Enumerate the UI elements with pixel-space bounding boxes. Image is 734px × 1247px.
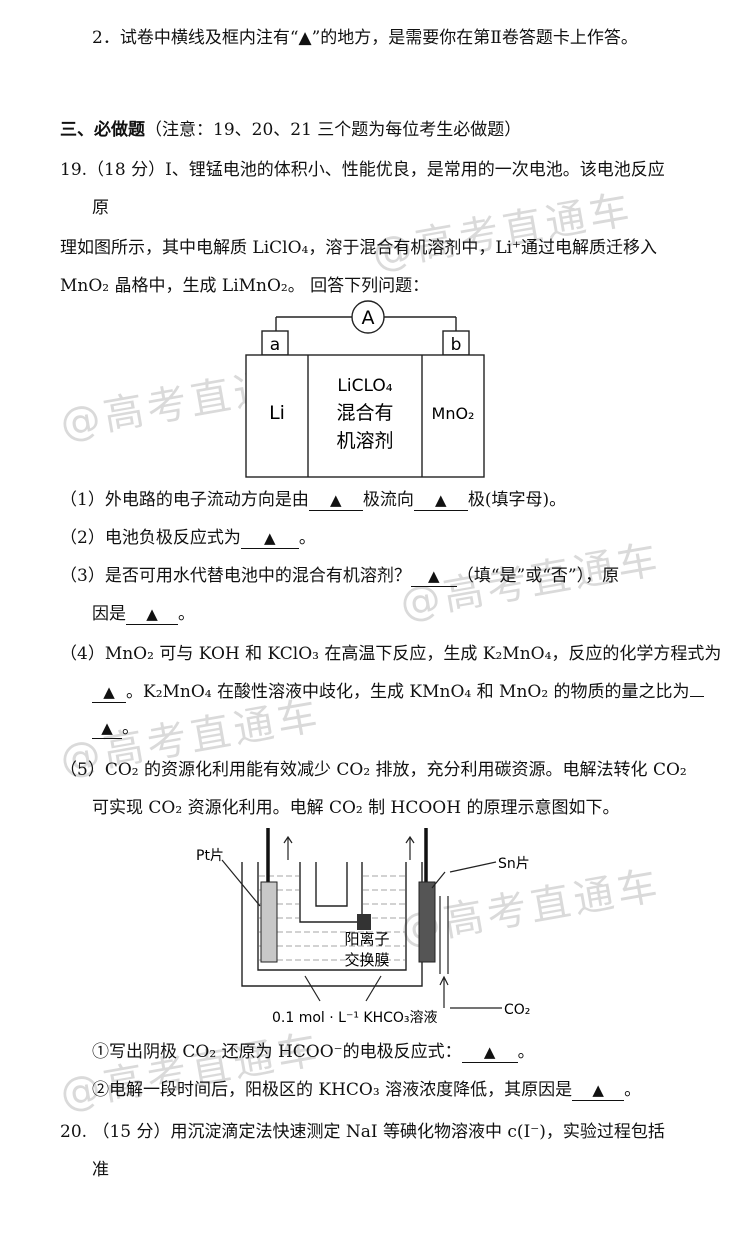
answer-mark: ▲: [103, 683, 115, 701]
solvent-label-line1: 混合有: [336, 402, 393, 424]
q19-line-1: 19.（18 分）Ⅰ、锂锰电池的体积小、性能优良，是常用的一次电池。该电池反应: [60, 160, 665, 180]
q19-part-2-text-b: 。: [298, 528, 316, 548]
q20-line-1: 20. （15 分）用沉淀滴定法快速测定 NaI 等碘化物溶液中 c(I⁻)，实…: [60, 1122, 665, 1142]
membrane-label-2: 交换膜: [344, 951, 389, 969]
ammeter-label: A: [362, 307, 375, 329]
q19-part-3: （3）是否可用水代替电池中的混合有机溶剂？ ▲ （填“是”或“否”），原: [60, 564, 619, 588]
q19-sub-1-text-b: 。: [517, 1042, 535, 1062]
q19-line-4: MnO₂ 晶格中，生成 LiMnO₂。 回答下列问题：: [60, 276, 430, 296]
q19-part-3-text-d: 。: [178, 604, 195, 624]
answer-mark: ▲: [330, 491, 342, 509]
terminal-b-label: b: [451, 335, 462, 355]
q19-line-3: 理如图所示，其中电解质 LiClO₄，溶于混合有机溶剂中，Li⁺通过电解质迁移入: [60, 238, 658, 258]
ammeter-icon: [351, 300, 385, 334]
mno2-electrode-label: MnO₂: [432, 404, 475, 423]
q19-part-1-text-c: 极(填字母)。: [467, 490, 567, 510]
answer-blank[interactable]: ▲: [410, 566, 457, 587]
answer-blank[interactable]: ▲: [461, 1042, 518, 1063]
section-note: （注意：19、20、21 三个题为每位考生必做题）: [145, 120, 522, 140]
sn-label: Sn片: [498, 856, 530, 872]
q19-sub-1-text-a: ①写出阴极 CO₂ 还原为 HCOO⁻的电极反应式：: [92, 1042, 462, 1062]
membrane-label-1: 阳离子: [344, 930, 389, 948]
answer-blank[interactable]: ▲: [240, 528, 299, 549]
answer-blank[interactable]: ▲: [92, 718, 122, 739]
answer-mark: ▲: [592, 1081, 604, 1099]
sn-electrode: [418, 881, 436, 963]
co2-label: CO₂: [504, 1002, 530, 1018]
answer-blank[interactable]: ▲: [126, 604, 178, 625]
solution-label: 0.1 mol · L⁻¹ KHCO₃溶液: [272, 1010, 438, 1026]
q19-part-3-text-a: （3）是否可用水代替电池中的混合有机溶剂？: [60, 566, 411, 586]
battery-diagram: A a b Li LiCLO₄ 混合有 机溶剂 MnO₂: [245, 300, 485, 478]
pt-label: Pt片: [196, 848, 224, 864]
membrane-icon: [357, 914, 371, 930]
answer-blank[interactable]: ▲: [572, 1080, 625, 1101]
q19-line-2: 原: [92, 198, 109, 218]
solvent-label-line2: 机溶剂: [336, 430, 393, 452]
q19-sub-2: ②电解一段时间后，阳极区的 KHCO₃ 溶液浓度降低，其原因是 ▲ 。: [92, 1078, 641, 1102]
q19-part-4-end: ▲。: [92, 716, 139, 740]
q19-part-4-cont: ▲ 。K₂MnO₄ 在酸性溶液中歧化，生成 KMnO₄ 和 MnO₂ 的物质的量之…: [92, 680, 704, 704]
answer-mark: ▲: [428, 567, 440, 585]
q19-part-2: （2）电池负极反应式为 ▲ 。: [60, 526, 316, 550]
answer-blank[interactable]: ▲: [308, 490, 363, 511]
pt-electrode: [260, 881, 278, 963]
q19-sub-1: ①写出阴极 CO₂ 还原为 HCOO⁻的电极反应式： ▲ 。: [92, 1040, 535, 1064]
watermark: @高考直通车: [368, 186, 637, 278]
q19-part-1: （1）外电路的电子流动方向是由 ▲ 极流向 ▲ 极(填字母)。: [60, 488, 566, 512]
q19-part-3-text-c: 因是: [92, 604, 126, 624]
answer-blank[interactable]: ▲: [413, 490, 468, 511]
answer-mark: ▲: [101, 719, 113, 737]
q19-part-3-cont: 因是 ▲ 。: [92, 602, 195, 626]
q19-part-4-text-b: 。K₂MnO₄ 在酸性溶液中歧化，生成 KMnO₄ 和 MnO₂ 的物质的量之比…: [126, 682, 690, 702]
instruction-note-2: 2．试卷中横线及框内注有“▲”的地方，是需要你在第Ⅱ卷答题卡上作答。: [92, 28, 638, 48]
answer-mark: ▲: [146, 605, 158, 623]
answer-mark: ▲: [264, 529, 276, 547]
electrolyte-label: LiCLO₄: [337, 376, 392, 396]
section-title: 三、必做题: [60, 120, 145, 140]
q19-part-4: （4）MnO₂ 可与 KOH 和 KClO₃ 在高温下反应，生成 K₂MnO₄，…: [60, 644, 722, 664]
q19-part-5: （5）CO₂ 的资源化利用能有效减少 CO₂ 排放，充分利用碳资源。电解法转化 …: [60, 760, 687, 780]
answer-mark: ▲: [435, 491, 447, 509]
q19-sub-2-text-a: ②电解一段时间后，阳极区的 KHCO₃ 溶液浓度降低，其原因是: [92, 1080, 573, 1100]
terminal-a-label: a: [270, 335, 280, 355]
answer-blank[interactable]: [689, 696, 704, 697]
q19-part-5-cont: 可实现 CO₂ 资源化利用。电解 CO₂ 制 HCOOH 的原理示意图如下。: [92, 798, 620, 818]
li-electrode-label: Li: [269, 402, 285, 424]
q19-part-2-text-a: （2）电池负极反应式为: [60, 528, 241, 548]
q19-sub-2-text-b: 。: [624, 1080, 642, 1100]
q19-part-3-text-b: （填“是”或“否”），原: [456, 566, 620, 586]
q19-part-1-text-a: （1）外电路的电子流动方向是由: [60, 490, 309, 510]
watermark: @高考直通车: [56, 1026, 325, 1118]
q20-line-2: 准: [92, 1160, 109, 1180]
answer-blank[interactable]: ▲: [92, 682, 126, 703]
q19-part-4-text-c: 。: [122, 718, 139, 738]
electrolysis-diagram: Pt片 Sn片 阳离子 交换膜 0.1 mol · L⁻¹ KHCO₃溶液 CO…: [196, 828, 530, 1026]
section-heading: 三、必做题（注意：19、20、21 三个题为每位考生必做题）: [60, 118, 521, 142]
answer-mark: ▲: [483, 1043, 496, 1061]
q19-part-1-text-b: 极流向: [362, 490, 414, 510]
